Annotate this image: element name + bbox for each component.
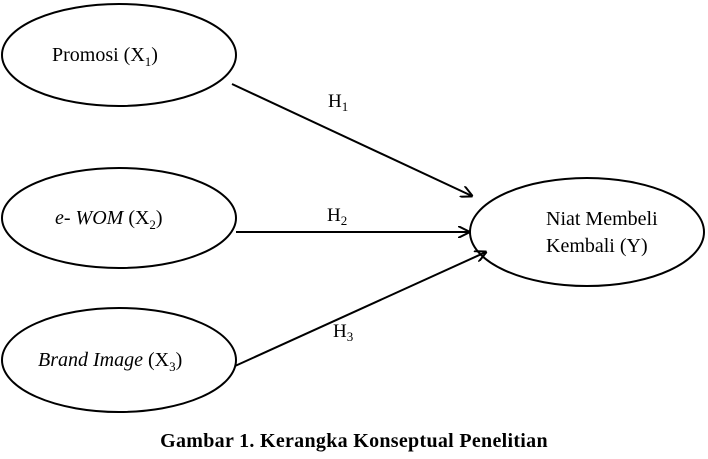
figure-caption: Gambar 1. Kerangka Konseptual Penelitian	[160, 430, 548, 452]
label-h3: H3	[333, 321, 353, 344]
node-promosi: Promosi (X1)	[1, 3, 237, 107]
label-h1: H1	[328, 91, 348, 114]
node-brand-image-label: Brand Image (X3)	[38, 349, 182, 374]
node-ewom: e- WOM (X2)	[1, 167, 237, 269]
node-niat-membeli-kembali: Niat Membeli Kembali (Y)	[469, 177, 705, 287]
node-y-label-line2: Kembali (Y)	[546, 235, 648, 257]
node-promosi-ellipse	[1, 3, 237, 107]
node-brand-image-ellipse	[1, 307, 237, 413]
arrow-h3	[234, 252, 486, 367]
node-ewom-ellipse	[1, 167, 237, 269]
node-ewom-label: e- WOM (X2)	[55, 207, 163, 232]
node-brand-image: Brand Image (X3)	[1, 307, 237, 413]
node-y-label-line1: Niat Membeli	[546, 208, 658, 230]
node-niat-membeli-kembali-ellipse	[469, 177, 705, 287]
arrow-h1	[231, 83, 472, 196]
label-h2: H2	[327, 205, 347, 228]
node-promosi-label: Promosi (X1)	[52, 44, 158, 69]
